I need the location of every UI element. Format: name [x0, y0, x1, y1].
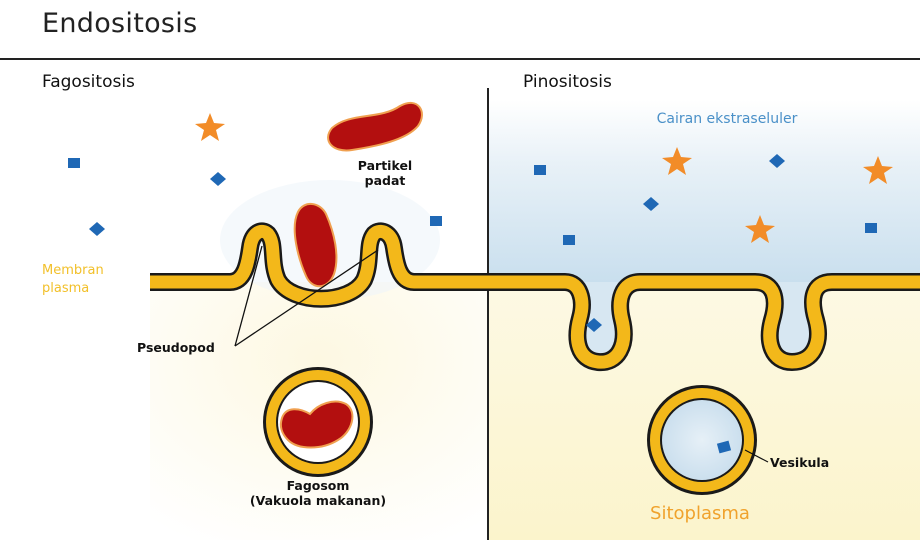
blue-square — [563, 235, 575, 245]
phagosome-label-line1: Fagosom — [228, 478, 408, 493]
vesicle — [647, 385, 757, 495]
plasma-membrane-label: Membran plasma — [42, 262, 132, 298]
star — [195, 113, 225, 141]
plasma-membrane-label-line1: Membran — [42, 262, 132, 280]
phagosome — [263, 367, 373, 477]
diagram-title: Endositosis — [42, 8, 197, 39]
blue-diamond — [89, 222, 105, 236]
blue-square — [68, 158, 80, 168]
cytoplasm-label: Sitoplasma — [630, 506, 770, 521]
blue-diamond — [210, 172, 226, 186]
plasma-membrane-label-line2: plasma — [42, 280, 132, 298]
blue-square — [865, 223, 877, 233]
phagocytosis-title: Fagositosis — [42, 72, 135, 92]
phagosome-label-line2: (Vakuola makanan) — [228, 493, 408, 508]
solid-particle-label-line1: Partikel — [350, 158, 420, 173]
solid-particle-label-line2: padat — [350, 173, 420, 188]
pinocytosis-title: Pinositosis — [523, 72, 612, 92]
vesicle-label: Vesikula — [770, 455, 829, 470]
pseudopod-label: Pseudopod — [137, 340, 215, 355]
blue-square — [430, 216, 442, 226]
phagosome-label: Fagosom (Vakuola makanan) — [228, 478, 408, 508]
blue-square — [534, 165, 546, 175]
solid-particle-label: Partikel padat — [350, 158, 420, 188]
extracellular-region — [488, 100, 920, 282]
solid-particle-top — [328, 103, 422, 151]
extracellular-fluid-label: Cairan ekstraseluler — [622, 112, 832, 127]
